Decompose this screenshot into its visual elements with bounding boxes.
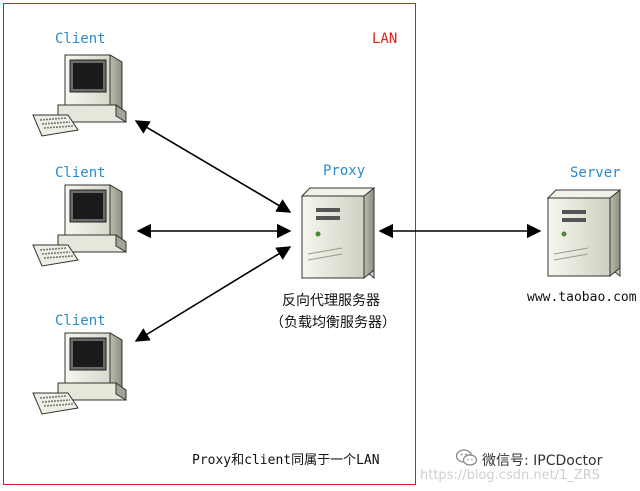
- arrow-client3-proxy: [134, 246, 292, 342]
- wechat-icon: [455, 449, 478, 467]
- lan-label: LAN: [372, 31, 398, 47]
- blog-watermark: https://blog.csdn.net/1_ZRS: [420, 468, 601, 483]
- wechat-id: 微信号: IPCDoctor: [482, 453, 603, 469]
- server-icon: [546, 188, 622, 278]
- server-caption: www.taobao.com: [527, 290, 637, 305]
- proxy-caption-line2: （负载均衡服务器）: [270, 315, 396, 331]
- proxy-server-icon: [300, 186, 376, 280]
- server-label: Server: [570, 165, 621, 181]
- client-label-3: Client: [55, 313, 106, 329]
- proxy-caption-line1: 反向代理服务器: [282, 293, 380, 309]
- client-computer-icon-3: [32, 332, 127, 415]
- proxy-label: Proxy: [323, 163, 366, 179]
- arrow-client1-proxy: [134, 120, 292, 213]
- lan-note: Proxy和client同属于一个LAN: [192, 453, 380, 468]
- client-label-2: Client: [55, 165, 106, 181]
- client-computer-icon-2: [32, 184, 127, 267]
- client-label-1: Client: [55, 31, 106, 47]
- lan-boundary: [3, 3, 416, 485]
- client-computer-icon-1: [32, 54, 127, 137]
